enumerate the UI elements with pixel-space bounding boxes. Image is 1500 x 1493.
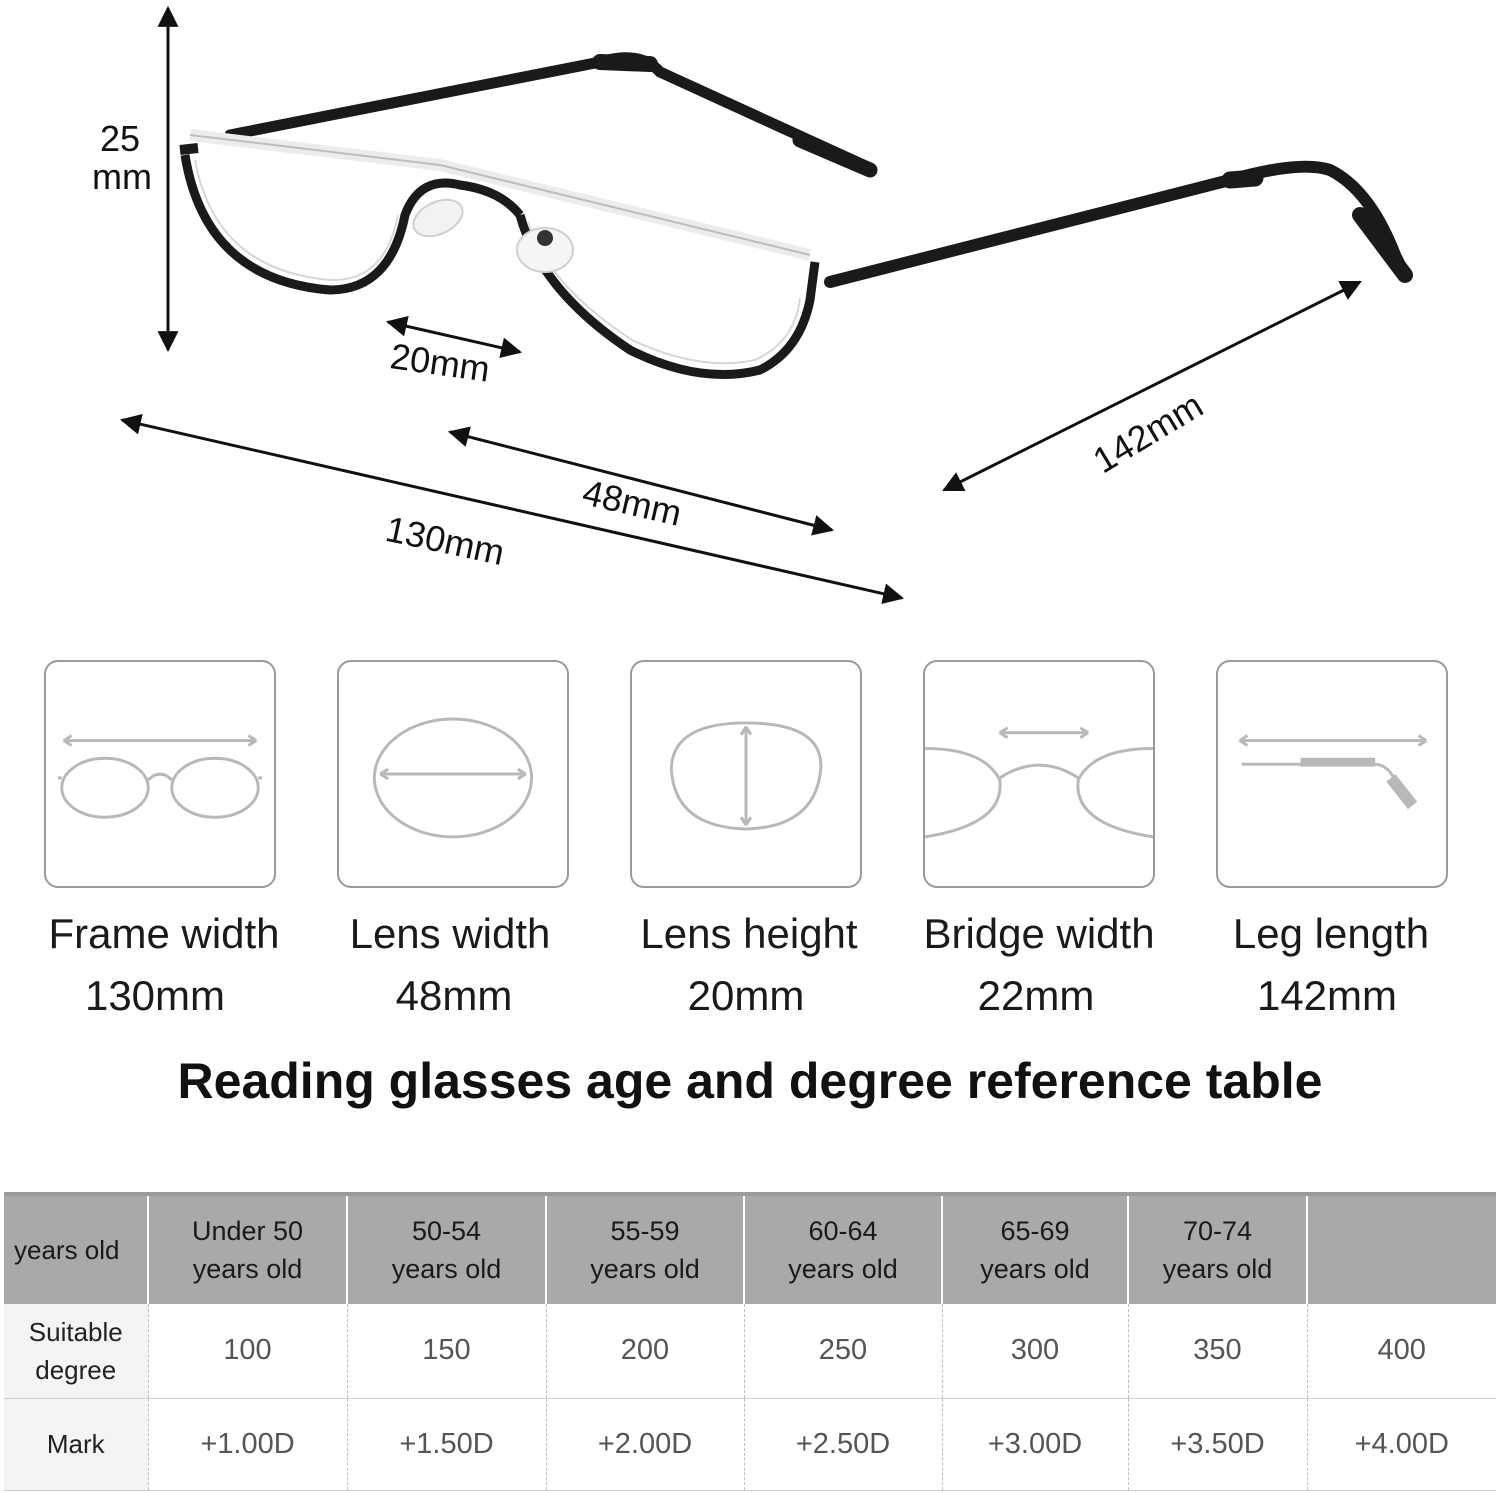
spec-value-lens-height: 20mm [687, 972, 805, 1019]
table-row-mark: Mark +1.00D +1.50D +2.00D +2.50D +3.00D … [4, 1398, 1496, 1491]
bridge-width-icon [923, 660, 1155, 888]
header-label: years old [4, 1192, 148, 1304]
mark-cell: +4.00D [1306, 1398, 1496, 1491]
reference-table-title: Reading glasses age and degree reference… [177, 1053, 1323, 1109]
degree-cell: 200 [545, 1304, 744, 1399]
degree-cell: 100 [147, 1304, 347, 1399]
degree-cell: 400 [1306, 1304, 1496, 1399]
lens-width-icon [337, 660, 569, 888]
height-dimension-value: 25 [100, 118, 141, 159]
frame-width-icon [44, 660, 276, 888]
mark-row-label: Mark [4, 1398, 148, 1491]
degree-cell: 150 [346, 1304, 546, 1399]
mark-cell: +1.50D [346, 1398, 546, 1491]
degree-cell: 300 [941, 1304, 1128, 1399]
age-cell-empty [1306, 1192, 1496, 1304]
height-dimension-unit: mm [92, 156, 152, 197]
spec-value-bridge-width: 22mm [977, 972, 1095, 1019]
spec-name-bridge-width: Bridge width [923, 910, 1155, 957]
mark-cell: +3.00D [941, 1398, 1128, 1491]
spec-value-frame-width: 130mm [84, 972, 226, 1019]
spec-name-leg-length: Leg length [1232, 910, 1430, 957]
glasses-frame [179, 129, 820, 379]
degree-cell: 350 [1127, 1304, 1307, 1399]
leg-length-icon [1216, 660, 1448, 888]
dimension-arrows [119, 5, 1362, 605]
mark-cell: +2.50D [743, 1398, 942, 1491]
mark-cell: +3.50D [1127, 1398, 1307, 1491]
spec-value-lens-width: 48mm [395, 972, 513, 1019]
mark-cell: +2.00D [545, 1398, 744, 1491]
lens-height-icon [630, 660, 862, 888]
mark-cell: +1.00D [147, 1398, 347, 1491]
degree-cell: 250 [743, 1304, 942, 1399]
glasses-temples [224, 52, 1413, 288]
spec-name-frame-width: Frame width [48, 910, 280, 957]
spec-value-leg-length: 142mm [1256, 972, 1398, 1019]
spec-name-lens-width: Lens width [349, 910, 551, 957]
spec-name-lens-height: Lens height [640, 910, 858, 957]
glasses-photo [119, 5, 1413, 605]
